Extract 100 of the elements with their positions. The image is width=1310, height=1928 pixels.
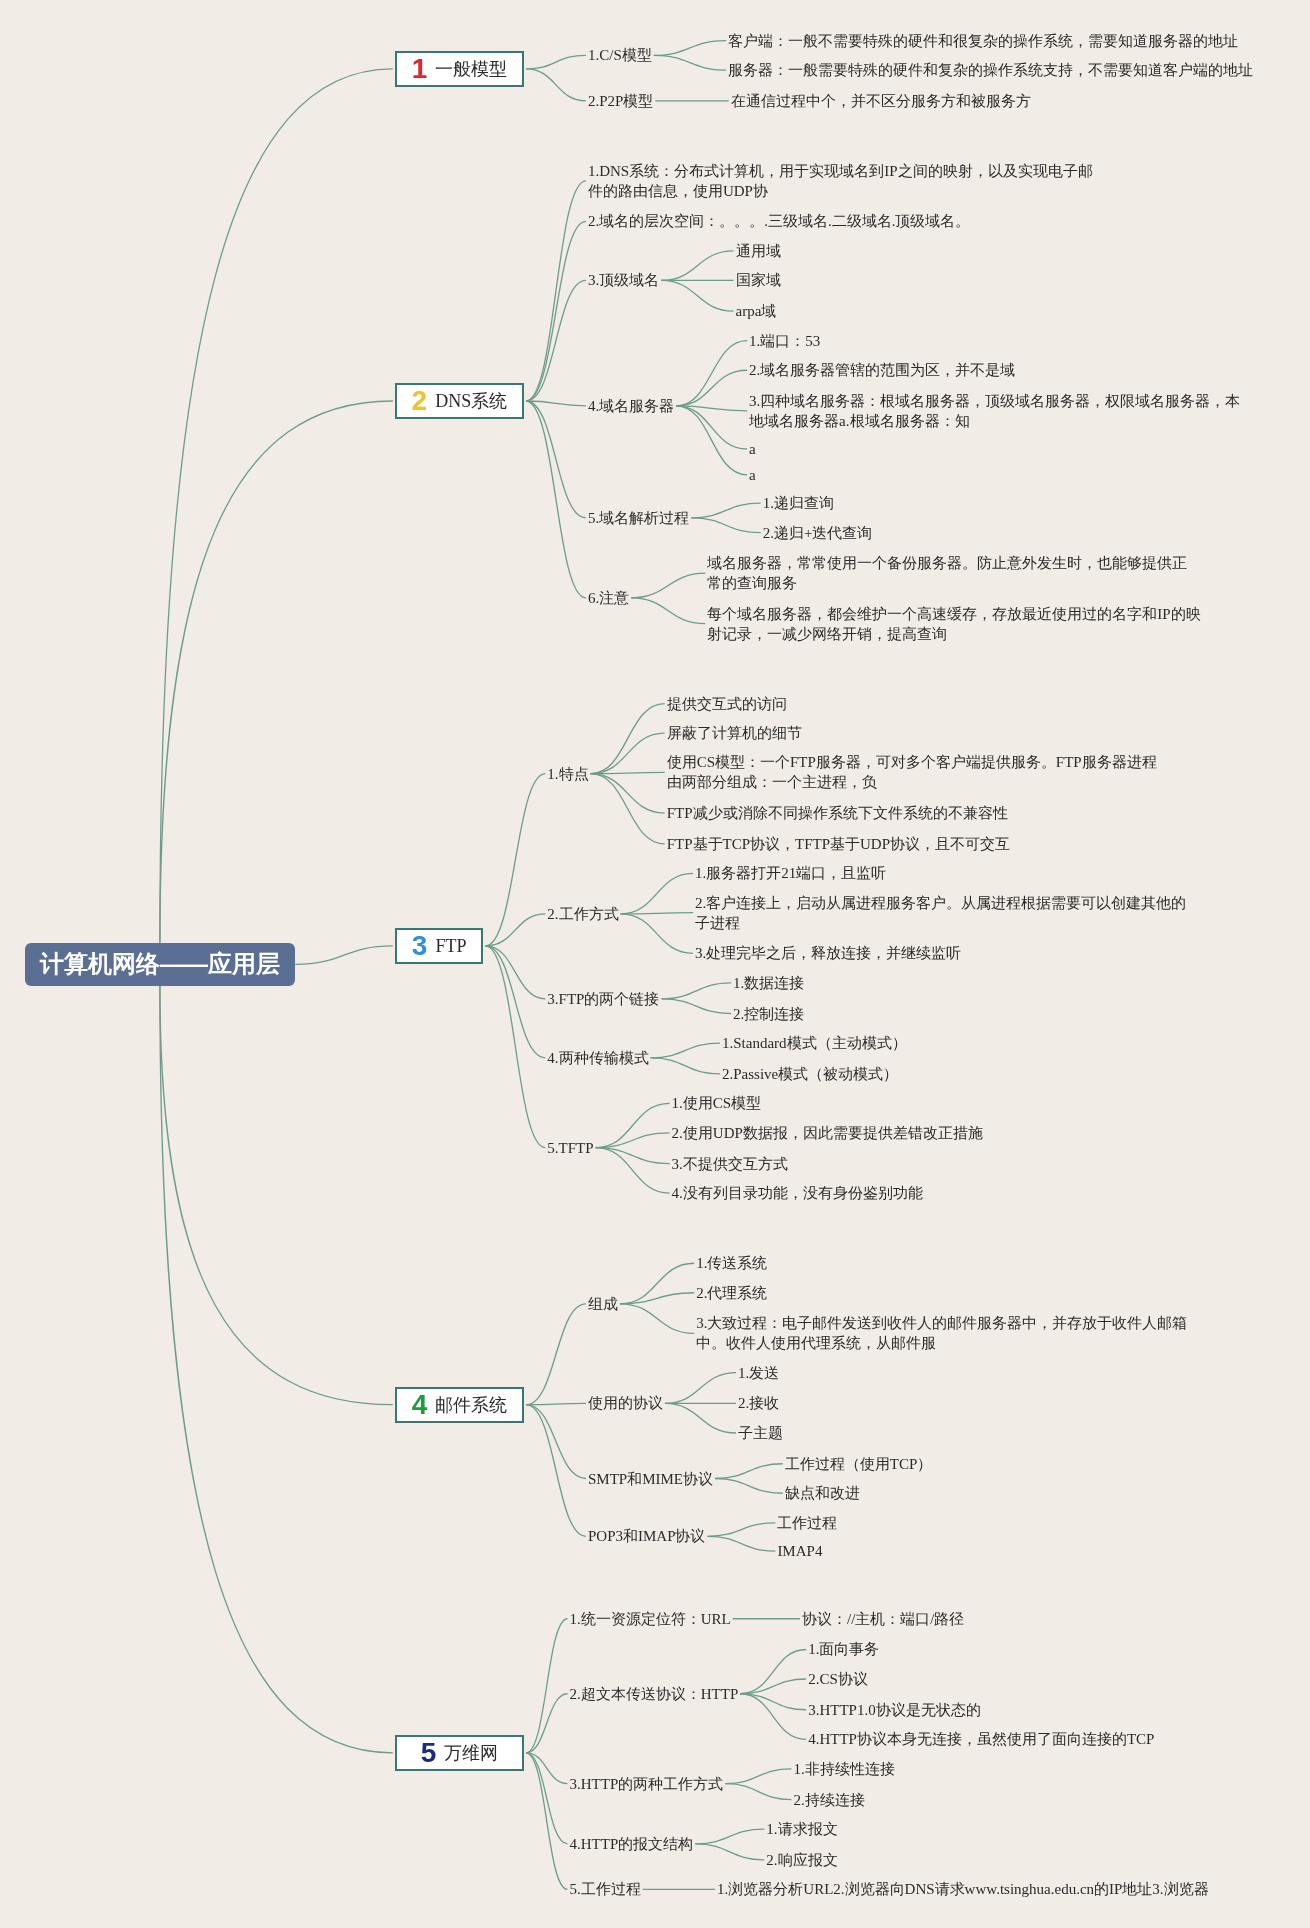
leaf-text: 在通信过程中个，并不区分服务方和被服务方 [730,90,1031,111]
branch-line [159,985,394,1754]
branch-label: 组成 [587,1293,618,1314]
branch-line [525,1404,587,1537]
topic-title: 万维网 [444,1742,499,1763]
branch-line [619,913,694,954]
leaf-text: 使用CS模型：一个FTP服务器，可对多个客户端提供服务。FTP服务器进程由两部分组成：一个主进程，负 [666,752,1171,793]
branch-line [739,1693,807,1740]
topic-box [394,928,484,964]
branch-label: 5.工作过程 [569,1879,641,1900]
leaf-text: 2.客户连接上，启动从属进程服务客户。从属进程根据需要可以创建其他的子进程 [694,892,1187,933]
leaf-text: 2.使用UDP数据报，因此需要提供差错改正措施 [671,1122,983,1143]
leaf-text: 1.非持续性连接 [793,1758,895,1779]
leaf-text: 2.代理系统 [696,1282,768,1303]
branch-label: 3.顶级域名 [587,270,660,291]
leaf-text: IMAP4 [777,1541,823,1562]
branch-line [294,945,394,965]
topic-title: FTP [435,935,467,956]
topic-number: 2 [411,391,428,411]
branch-label: 2.工作方式 [547,903,619,924]
leaf-text: 2.域名服务器管辖的范围为区，并不是域 [749,360,1016,381]
branch-label: 使用的协议 [587,1393,663,1414]
leaf-text: FTP减少或消除不同操作系统下文件系统的不兼容性 [666,803,1008,824]
branch-line [525,68,587,102]
topic-number: 4 [411,1394,428,1415]
branch-label: 2.P2P模型 [587,90,654,111]
branch-label: 1.统一资源定位符：URL [569,1608,731,1629]
branch-line [664,1402,737,1434]
leaf-text: 1.Standard模式（主动模式） [722,1033,907,1054]
branch-label: 4.两种传输模式 [547,1047,649,1068]
branch-label: SMTP和MIME协议 [587,1468,713,1489]
topic-box [394,51,524,87]
leaf-text: 3.不提供交互方式 [671,1153,788,1174]
leaf-text: 1.递归查询 [762,493,834,514]
branch-label: 3.HTTP的两种工作方式 [569,1773,724,1794]
leaf-text: 1.传送系统 [696,1253,768,1274]
branch-line [630,597,706,625]
branch-label: 3.FTP的两个链接 [547,988,660,1009]
leaf-text: 1.浏览器分析URL2.浏览器向DNS请求www.tsinghua.edu.cn的IP地址3.浏览器 [717,1879,1209,1900]
topic-box [394,1734,524,1771]
leaf-text: 2.Passive模式（被动模式） [722,1063,899,1084]
branch-line [675,405,748,476]
branch-label: 2.域名的层次空间：。。。.三级域名.二级域名.顶级域名。 [587,211,971,232]
leaf-text: 4.没有列目录功能，没有身份鉴别功能 [671,1183,923,1204]
leaf-text: 子主题 [738,1423,783,1443]
branch-line [654,100,730,102]
leaf-text: 屏蔽了计算机的细节 [666,723,802,744]
branch-line [525,400,587,519]
branch-line [159,400,394,944]
leaf-text: 1.服务器打开21端口，且监听 [694,863,887,884]
branch-line [714,1477,784,1494]
branch-line [724,1782,793,1801]
leaf-text: 3.四种域名服务器：根域名服务器，顶级域名服务器，权限域名服务器，本地域名服务器a.根域名服务器：知 [749,390,1242,431]
leaf-text: 通用域 [735,240,781,261]
leaf-text: 协议：//主机：端口/路径 [802,1608,965,1629]
branch-line [706,1535,777,1552]
leaf-text: 国家域 [735,270,781,291]
leaf-text: 工作过程（使用TCP） [784,1453,933,1474]
topic-number: 1 [411,58,428,79]
branch-label: 2.超文本传送协议：HTTP [569,1683,739,1704]
branch-line [484,945,546,1059]
branch-line [595,1147,671,1194]
branch-label: 1.特点 [547,763,589,784]
branch-label: 1.DNS系统：分布式计算机，用于实现域名到IP之间的映射，以及实现电子邮件的路由信息，使用UDP协 [587,160,1095,201]
leaf-text: 缺点和改进 [784,1483,860,1504]
branch-line [694,1843,765,1861]
branch-line [660,998,732,1015]
leaf-text: 1.端口：53 [749,330,821,351]
leaf-text: 2.持续连接 [793,1789,865,1810]
branch-line [642,1888,716,1890]
leaf-text: 服务器：一般需要特殊的硬件和复杂的操作系统支持，不需要知道客户端的地址 [728,60,1254,81]
branch-line [525,400,587,599]
leaf-text: 提供交互式的访问 [666,693,787,714]
leaf-text: 1.数据连接 [733,972,805,993]
topic-number: 3 [411,935,428,956]
branch-line [525,1752,569,1890]
leaf-text: a [749,464,756,485]
branch-line [675,405,748,450]
topic-title: DNS系统 [435,391,508,411]
branch-label: 4.域名服务器 [587,395,675,416]
branch-label: 5.域名解析过程 [587,507,690,528]
central-topic: 计算机网络——应用层 [24,942,296,986]
leaf-text: 3.HTTP1.0协议是无状态的 [808,1699,981,1720]
leaf-text: 每个域名服务器，都会维护一个高速缓存，存放最近使用过的名字和IP的映射记录，一减少网络开销，提高查询 [707,603,1202,644]
leaf-text: 2.CS协议 [808,1669,868,1689]
branch-line [619,1303,695,1334]
leaf-text: 2.控制连接 [733,1003,805,1024]
leaf-text: 3.处理完毕之后，释放连接，并继续监听 [694,943,962,964]
leaf-text: arpa域 [735,301,777,322]
branch-label: POP3和IMAP协议 [587,1526,706,1547]
branch-line [690,517,762,534]
branch-line [649,1057,721,1075]
branch-line [653,54,727,71]
leaf-text: 4.HTTP协议本身无连接，虽然使用了面向连接的TCP [808,1729,1155,1750]
leaf-text: 3.大致过程：电子邮件发送到收件人的邮件服务器中，并存放于收件人邮箱中。收件人使用代理系统，从邮件服 [696,1313,1189,1354]
branch-label: 5.TFTP [547,1137,594,1158]
leaf-text: 1.请求报文 [766,1819,838,1840]
leaf-text: 工作过程 [777,1512,838,1533]
leaf-text: 1.面向事务 [808,1639,880,1660]
branch-label: 1.C/S模型 [587,45,652,66]
